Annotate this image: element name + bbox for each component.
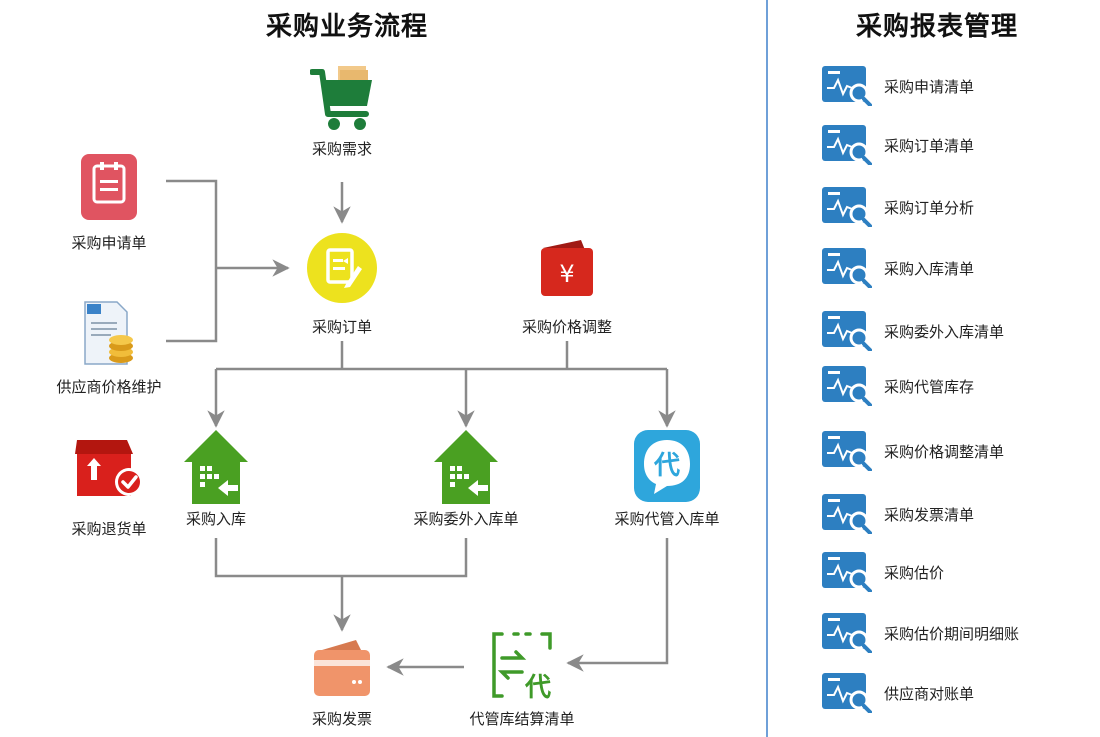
report-item[interactable]: 采购发票清单: [822, 494, 974, 534]
reports-title: 采购报表管理: [856, 12, 1019, 42]
shopping-cart-icon: [309, 66, 372, 130]
report-chart-search-icon: [822, 248, 872, 288]
report-item[interactable]: 采购估价期间明细账: [822, 613, 1019, 653]
report-item[interactable]: 采购入库清单: [822, 248, 974, 288]
report-label: 采购申请清单: [884, 77, 975, 96]
report-item[interactable]: 采购估价: [822, 552, 944, 592]
label-outsourced-inbound: 采购委外入库单: [413, 510, 519, 528]
node-purchase-return[interactable]: 采购退货单: [60, 434, 158, 539]
report-item[interactable]: 采购订单清单: [822, 125, 974, 165]
label-purchase-inbound: 采购入库: [185, 510, 246, 528]
report-label: 采购入库清单: [884, 259, 975, 278]
panel-divider: [766, 0, 768, 737]
report-chart-search-icon: [822, 613, 872, 653]
bracket-request-supplier: [166, 179, 218, 343]
node-purchase-inbound[interactable]: 采购入库: [176, 428, 256, 529]
label-price-adjust: 采购价格调整: [521, 318, 612, 336]
flow-connectors: [166, 179, 676, 676]
report-label: 采购订单清单: [884, 136, 975, 155]
report-label: 采购价格调整清单: [884, 442, 1005, 461]
report-chart-search-icon: [822, 431, 872, 471]
yen-glyph: ¥: [559, 260, 574, 288]
label-purchase-demand: 采购需求: [311, 140, 372, 158]
report-chart-search-icon: [822, 494, 872, 534]
report-chart-search-icon: [822, 673, 872, 713]
node-purchase-demand[interactable]: 采购需求: [296, 62, 388, 159]
report-chart-search-icon: [822, 311, 872, 351]
label-invoice: 采购发票: [311, 710, 372, 728]
label-purchase-order: 采购订单: [311, 318, 372, 336]
report-label: 采购代管库存: [884, 377, 975, 396]
report-chart-search-icon: [822, 187, 872, 227]
node-price-adjust[interactable]: ¥ 采购价格调整: [510, 236, 624, 337]
node-outsourced-inbound[interactable]: 采购委外入库单: [408, 428, 524, 529]
report-item[interactable]: 采购价格调整清单: [822, 431, 1004, 471]
consignment-chat-icon: 代: [634, 430, 700, 502]
label-supplier-price: 供应商价格维护: [56, 378, 162, 396]
settlement-glyph: 代: [524, 673, 551, 702]
settlement-exchange-icon: 代: [492, 632, 552, 703]
report-item[interactable]: 供应商对账单: [822, 673, 974, 713]
report-item[interactable]: 采购代管库存: [822, 366, 974, 406]
node-invoice[interactable]: 采购发票: [300, 636, 384, 729]
report-label: 采购发票清单: [884, 505, 975, 524]
report-item[interactable]: 采购委外入库清单: [822, 311, 1004, 351]
price-wallet-icon: ¥: [541, 240, 593, 296]
consign-glyph: 代: [653, 451, 680, 481]
line-inbound-merge: [214, 538, 468, 578]
report-chart-search-icon: [822, 66, 872, 106]
warehouse-outsourced-icon: [434, 430, 498, 504]
clipboard-icon: [81, 154, 137, 220]
price-document-coins-icon: [84, 301, 133, 365]
report-label: 采购估价: [884, 563, 945, 582]
node-consign-inbound[interactable]: 代 采购代管入库单: [606, 428, 728, 529]
label-consign-inbound: 采购代管入库单: [614, 510, 720, 528]
label-purchase-request: 采购申请单: [71, 234, 147, 252]
label-consign-settlement: 代管库结算清单: [469, 710, 575, 728]
node-consign-settlement[interactable]: 代 代管库结算清单: [460, 630, 584, 729]
report-chart-search-icon: [822, 552, 872, 592]
invoice-card-icon: [314, 640, 370, 696]
report-label: 采购委外入库清单: [884, 322, 1005, 341]
label-purchase-return: 采购退货单: [71, 520, 147, 538]
report-label: 采购估价期间明细账: [884, 624, 1020, 643]
report-item[interactable]: 采购申请清单: [822, 66, 974, 106]
report-label: 采购订单分析: [884, 198, 975, 217]
warehouse-inbound-icon: [184, 430, 248, 504]
report-item[interactable]: 采购订单分析: [822, 187, 974, 227]
order-edit-icon: [307, 233, 377, 303]
node-purchase-request[interactable]: 采购申请单: [60, 152, 158, 253]
report-chart-search-icon: [822, 366, 872, 406]
arrow-consign-to-settlement: [566, 538, 669, 672]
node-purchase-order[interactable]: 采购订单: [300, 228, 384, 337]
flow-title: 采购业务流程: [266, 12, 429, 42]
report-chart-search-icon: [822, 125, 872, 165]
node-supplier-price[interactable]: 供应商价格维护: [52, 298, 166, 397]
return-box-icon: [75, 440, 143, 496]
report-label: 供应商对账单: [884, 684, 975, 703]
